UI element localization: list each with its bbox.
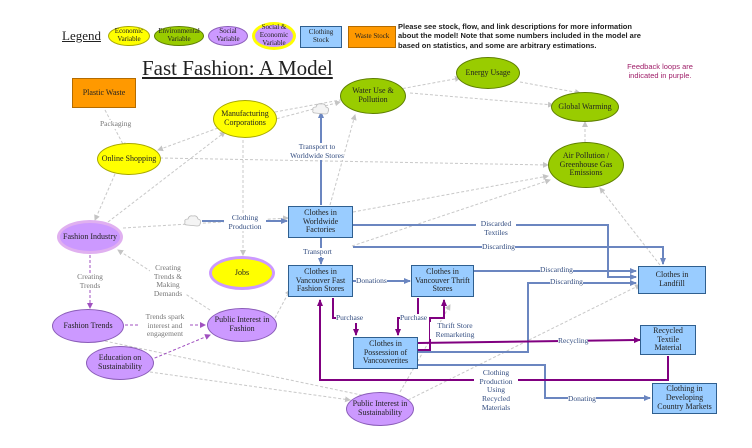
node-clothes-in-possession[interactable]: Clothes in Possession of Vancouverites [353, 337, 418, 369]
label-trends-spark: Trends spark interest and engagement [140, 312, 190, 339]
flow-possession-recycled [417, 337, 641, 344]
node-air-pollution[interactable]: Air Pollution / Greenhouse Gas Emissions [548, 142, 624, 188]
label-purchase-2: Purchase [400, 313, 428, 323]
node-developing-country-markets[interactable]: Clothing in Developing Country Markets [652, 383, 717, 414]
flow-possession-developing [418, 364, 651, 401]
cloud-sink-icon [312, 103, 330, 115]
label-production-recycled: Clothing Production Using Recycled Mater… [474, 368, 518, 413]
legend-waste-stock: Waste Stock [348, 26, 396, 48]
node-public-interest-sustainability[interactable]: Public Interest in Sustainability [346, 392, 414, 426]
node-public-interest-fashion[interactable]: Public Interest in Fashion [207, 308, 277, 342]
label-thrift-remarketing: Thrift Store Remarketing [430, 321, 480, 340]
link-plastic-online [104, 109, 126, 149]
node-education-sustainability[interactable]: Education on Sustainability [86, 346, 154, 380]
node-global-warming[interactable]: Global Warming [551, 92, 619, 122]
link-water-global [409, 92, 554, 108]
label-discarding-3: Discarding [550, 277, 583, 287]
flow-possession-thrift [418, 299, 447, 351]
label-creating-trends: Creating Trends [74, 272, 106, 291]
node-energy-usage[interactable]: Energy Usage [456, 57, 520, 89]
link-public-sustainability-thrift [399, 304, 451, 393]
node-clothes-in-landfill[interactable]: Clothes in Landfill [638, 266, 706, 294]
cloud-source-icon [184, 215, 202, 227]
legend-label: Legend [62, 28, 101, 43]
label-purchase-1: Purchase [336, 313, 364, 323]
flow-factories-discarding [353, 246, 666, 265]
node-plastic-waste[interactable]: Plastic Waste [72, 78, 136, 108]
legend: Legend Economic Variable Environmental V… [60, 22, 400, 52]
link-education-public-sustainability [149, 371, 351, 403]
link-public-interest-stores [274, 289, 291, 319]
legend-clothing-stock: Clothing Stock [300, 26, 342, 48]
node-clothes-vancouver-stores[interactable]: Clothes in Vancouver Fast Fashion Stores [288, 265, 353, 297]
node-water-use[interactable]: Water Use & Pollution [340, 78, 406, 114]
node-clothes-thrift-stores[interactable]: Clothes in Vancouver Thrift Stores [411, 265, 474, 297]
link-transport-air [351, 178, 551, 247]
label-transport: Transport [303, 247, 332, 257]
node-fashion-trends[interactable]: Fashion Trends [52, 309, 124, 343]
node-online-shopping[interactable]: Online Shopping [97, 143, 161, 175]
legend-social-economic: Social & Economic Variable [252, 22, 296, 50]
label-recycling: Recycling [558, 336, 589, 346]
link-education-public-interest [149, 334, 211, 361]
node-fashion-industry[interactable]: Fashion Industry [57, 220, 123, 254]
link-energy-global [519, 81, 581, 96]
node-recycled-textile-material[interactable]: Recycled Textile Material [640, 325, 696, 355]
node-clothes-worldwide-factories[interactable]: Clothes in Worldwide Factories [288, 206, 353, 238]
node-manufacturing-corporations[interactable]: Manufacturing Corporations [213, 100, 277, 138]
link-fashion-trends-education [99, 339, 386, 402]
link-public-sustainability-landfill [407, 284, 641, 401]
link-online-air [159, 157, 549, 168]
legend-social: Social Variable [208, 26, 248, 46]
node-jobs[interactable]: Jobs [209, 256, 275, 290]
link-public-interest-industry [117, 249, 211, 311]
link-factories-air [352, 173, 549, 213]
model-note: Please see stock, flow, and link descrip… [398, 22, 641, 50]
label-discarded-textiles: Discarded Textiles [476, 219, 516, 238]
legend-economic: Economic Variable [108, 26, 150, 46]
feedback-note: Feedback loops are indicated in purple. [627, 62, 693, 81]
diagram-title: Fast Fashion: A Model [142, 56, 333, 80]
label-donations: Donations [356, 276, 387, 286]
link-manufacturing-energy [274, 75, 461, 113]
label-donating: Donating [568, 394, 596, 404]
label-discarding-1: Discarding [482, 242, 515, 252]
info-links [94, 75, 661, 403]
label-transport-worldwide: Transport to Worldwide Stores [290, 142, 344, 161]
link-landfill-air [599, 187, 661, 266]
label-discarding-2: Discarding [540, 265, 573, 275]
link-manufacturing-online [157, 127, 219, 152]
label-clothing-production: Clothing Production [224, 213, 266, 232]
link-manufacturing-water [271, 100, 341, 121]
label-creating-trends-demands: Creating Trends & Making Demands [150, 263, 186, 299]
label-packaging: Packaging [100, 119, 132, 129]
legend-environmental: Environmental Variable [154, 26, 204, 46]
link-online-fashion-industry [94, 173, 116, 221]
